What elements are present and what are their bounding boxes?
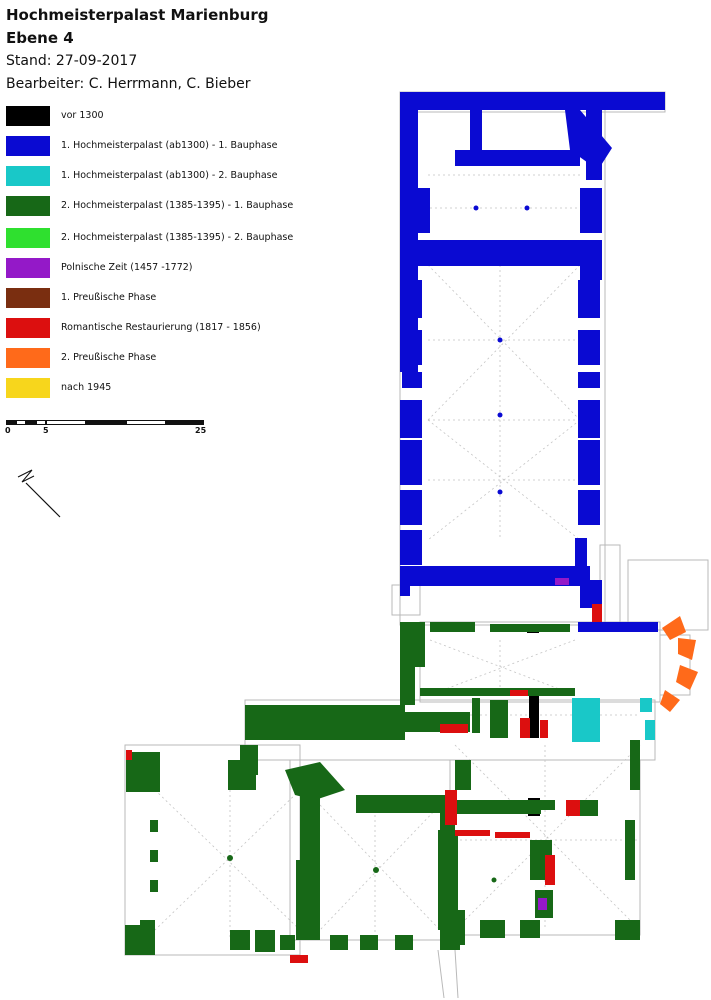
column-markers — [473, 205, 530, 495]
legend-item: 2. Hochmeisterpalast (1385-1395) - 2. Ba… — [6, 228, 306, 250]
legend-item: 1. Preußische Phase — [6, 288, 306, 310]
legend-item: vor 1300 — [6, 106, 306, 128]
legend-swatch — [6, 106, 50, 126]
vault-pattern — [154, 174, 641, 940]
north-arrow-icon — [17, 469, 61, 518]
phase-polnische-zeit — [538, 578, 569, 910]
plan-date: Stand: 27-09-2017 — [6, 53, 138, 69]
legend-item: 1. Hochmeisterpalast (ab1300) - 2. Bauph… — [6, 166, 306, 188]
legend-swatch — [6, 288, 50, 308]
legend-label: Polnische Zeit (1457 -1772) — [61, 262, 193, 273]
scale-segment — [46, 420, 86, 425]
legend-label: 2. Hochmeisterpalast (1385-1395) - 1. Ba… — [61, 200, 294, 211]
legend-label: 1. Preußische Phase — [61, 292, 157, 303]
legend-label: 1. Hochmeisterpalast (ab1300) - 2. Bauph… — [61, 170, 278, 181]
scale-segment — [36, 420, 46, 425]
legend-label: 1. Hochmeisterpalast (ab1300) - 1. Bauph… — [61, 140, 278, 151]
phase-hmp1-bp2 — [572, 698, 655, 742]
scale-segment — [26, 420, 36, 425]
legend-swatch — [6, 348, 50, 368]
phase-hmp2-bp1 — [125, 622, 640, 955]
legend-label: nach 1945 — [61, 382, 112, 393]
column-markers — [227, 855, 497, 883]
legend-item: nach 1945 — [6, 378, 306, 400]
legend-swatch — [6, 318, 50, 338]
phase-preussisch-2 — [660, 616, 698, 712]
phase-romantische-restaurierung — [126, 604, 602, 963]
scale-label: 25 — [195, 426, 207, 435]
plan-authors: Bearbeiter: C. Herrmann, C. Bieber — [6, 76, 251, 92]
legend-label: vor 1300 — [61, 110, 104, 121]
legend-swatch — [6, 378, 50, 398]
legend-swatch — [6, 258, 50, 278]
scale-segment — [166, 420, 204, 425]
legend-item: Polnische Zeit (1457 -1772) — [6, 258, 306, 280]
scale-segment — [126, 420, 166, 425]
phase-hmp1-bp1 — [400, 92, 665, 632]
plan-title: Hochmeisterpalast Marienburg — [6, 6, 269, 24]
legend-label: 2. Preußische Phase — [61, 352, 157, 363]
legend-item: Romantische Restaurierung (1817 - 1856) — [6, 318, 306, 340]
legend-label: 2. Hochmeisterpalast (1385-1395) - 2. Ba… — [61, 232, 294, 243]
legend-label: Romantische Restaurierung (1817 - 1856) — [61, 322, 261, 333]
scale-label: 0 — [5, 426, 11, 435]
plan-level: Ebene 4 — [6, 29, 74, 47]
scale-label: 5 — [43, 426, 49, 435]
legend-swatch — [6, 166, 50, 186]
legend-item: 2. Preußische Phase — [6, 348, 306, 370]
scale-segment — [6, 420, 16, 425]
legend-item: 2. Hochmeisterpalast (1385-1395) - 1. Ba… — [6, 196, 306, 218]
scale-segment — [86, 420, 126, 425]
legend-swatch — [6, 196, 50, 216]
scale-segment — [16, 420, 26, 425]
legend-swatch — [6, 228, 50, 248]
legend-swatch — [6, 136, 50, 156]
legend-item: 1. Hochmeisterpalast (ab1300) - 1. Bauph… — [6, 136, 306, 158]
